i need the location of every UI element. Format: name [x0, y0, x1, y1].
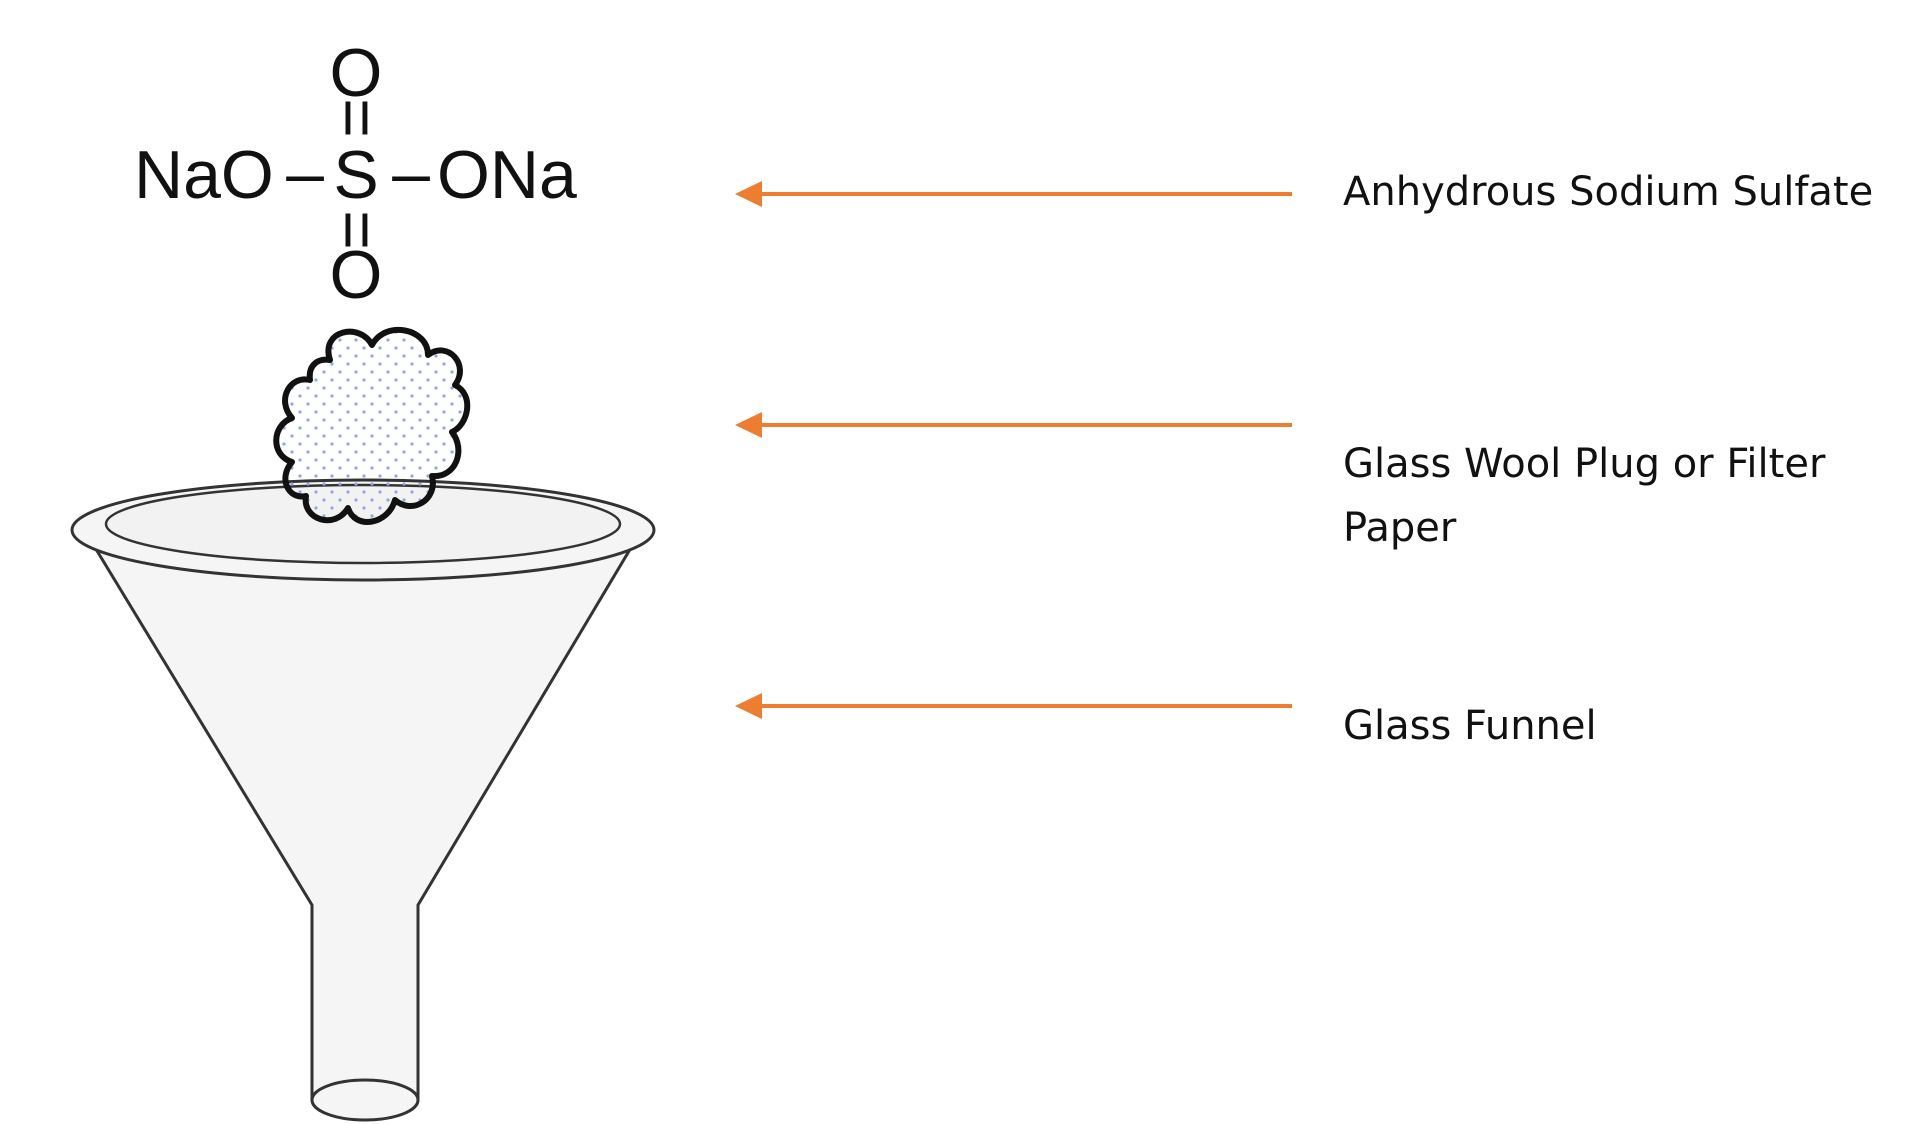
arrow-sulfate — [735, 181, 1292, 207]
formula-sulfur: S — [333, 137, 378, 213]
arrow-plug — [735, 412, 1292, 438]
arrow-funnel — [735, 693, 1292, 719]
formula-left-bond: – — [286, 135, 324, 211]
formula-top-double-bond: = — [319, 98, 395, 138]
glass-wool-plug — [273, 326, 471, 525]
sodium-sulfate-formula: O = NaO – S – ONa = O — [134, 35, 577, 313]
funnel-icon — [70, 478, 656, 1122]
formula-right-bond: – — [392, 135, 430, 211]
label-glass-wool-plug: Glass Wool Plug or Filter Paper — [1343, 441, 1826, 551]
arrow-sulfate-head — [735, 181, 762, 207]
formula-bottom-oxygen: O — [330, 237, 383, 313]
funnel-stem-opening — [310, 1078, 420, 1122]
label-glass-funnel: Glass Funnel — [1343, 703, 1597, 749]
label-anhydrous-sodium-sulfate: Anhydrous Sodium Sulfate — [1343, 169, 1874, 215]
funnel-body — [86, 534, 640, 1102]
cloud-icon — [273, 326, 471, 525]
formula-bottom-double-bond: = — [319, 210, 395, 250]
arrow-funnel-head — [735, 693, 762, 719]
formula-right-group: ONa — [437, 137, 577, 213]
formula-left-group: NaO — [134, 137, 274, 213]
formula-top-oxygen: O — [330, 35, 383, 111]
arrow-plug-head — [735, 412, 762, 438]
